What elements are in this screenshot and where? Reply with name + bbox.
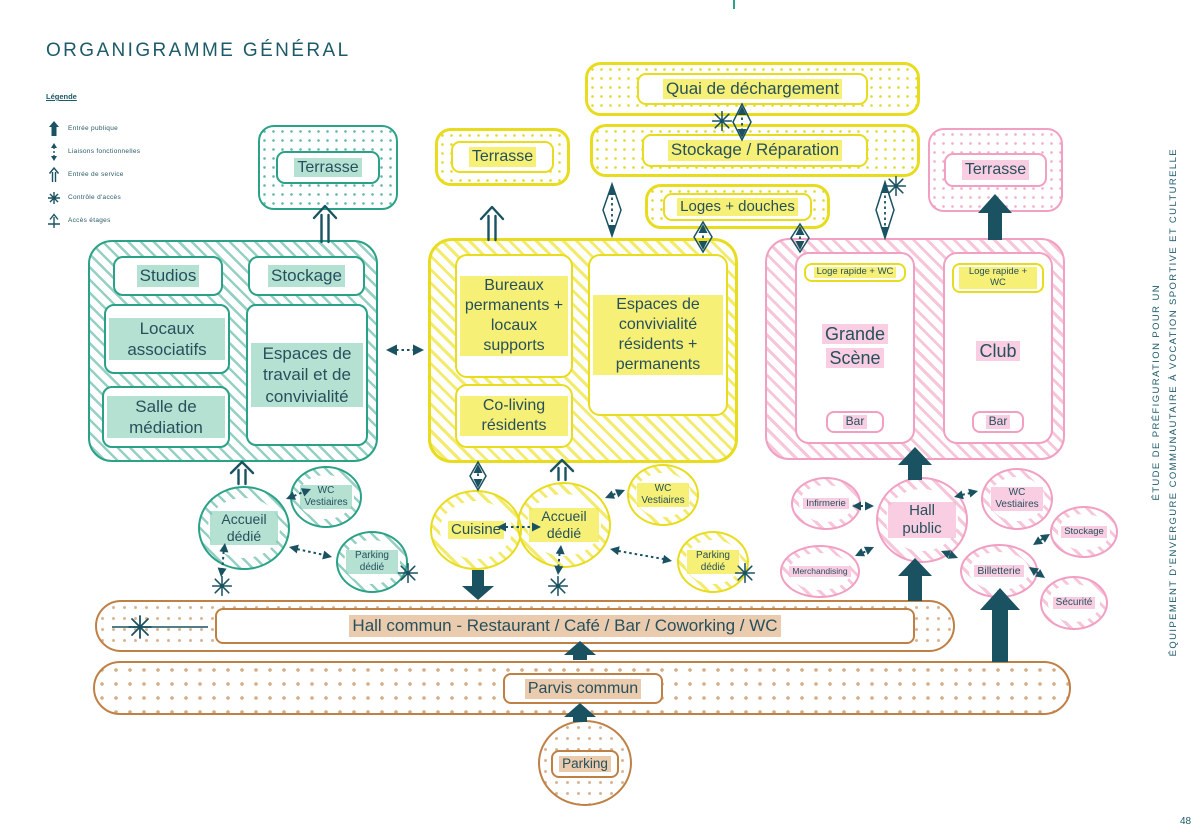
parking-yellow-label: Parking dédié [685, 539, 741, 585]
legend: Légende Entrée publique Liaisons fonctio… [46, 92, 186, 232]
room-stockage-teal: Stockage [248, 256, 365, 296]
functional-link-arrow-icon [51, 142, 57, 161]
terrasse-teal: Terrasse [258, 125, 398, 210]
legend-item-controle-acces: Contrôle d'accès [46, 186, 186, 209]
circle-billetterie: Billetterie [960, 544, 1038, 598]
terrasse-yellow: Terrasse [435, 128, 570, 186]
access-control-asterisk-accueil-teal [211, 575, 233, 597]
box-stockage-reparation: Stockage / Réparation [590, 124, 920, 177]
room-espaces-travail: Espaces de travail et de convivialité [246, 304, 368, 446]
cuisine-label: Cuisine [439, 501, 513, 559]
stockage-pink-label: Stockage [1057, 513, 1111, 551]
legend-item-acces-etages: Accès étages [46, 209, 186, 232]
page-title: ORGANIGRAMME GÉNÉRAL [46, 40, 351, 61]
legend-title: Légende [46, 92, 77, 101]
circle-accueil-teal: Accueil dédié [198, 486, 290, 570]
box-grande-scene: Loge rapide + WC Grande Scène Bar [795, 252, 915, 444]
hall-public-label: Hall public [885, 488, 959, 552]
access-control-asterisk-stockage-pink [885, 175, 907, 197]
legend-item-liaisons: Liaisons fonctionnelles [46, 140, 186, 163]
box-loge-rapide-scene: Loge rapide + WC [804, 263, 906, 282]
box-quai-dechargement: Quai de déchargement [585, 62, 920, 116]
billetterie-label: Billetterie [968, 552, 1030, 590]
page-number: 48 [1180, 816, 1192, 827]
circle-securite: Sécurité [1040, 576, 1108, 630]
service-arrow-accueil-yellow-to-zone [549, 458, 575, 482]
terrasse-pink-label: Terrasse [943, 153, 1048, 187]
terrasse-teal-label: Terrasse [276, 150, 380, 185]
circle-parking-yellow: Parking dédié [677, 531, 749, 593]
floor-access-arrow-icon [48, 212, 60, 228]
box-club: Loge rapide + WC Club Bar [943, 252, 1053, 444]
service-arrow-accueil-teal-to-zone [229, 460, 255, 486]
club-label: Club [976, 340, 1020, 363]
side-text-line-1: ÉTUDE DE PRÉFIGURATION POUR UN [1151, 284, 1162, 501]
link-zone-teal-zone-yellow [386, 344, 424, 356]
stockage-reparation-label: Stockage / Réparation [641, 134, 869, 167]
room-espaces-convivialite: Espaces de convivialité résidents + perm… [588, 254, 728, 416]
service-arrow-teal-to-terrasse [312, 204, 338, 244]
service-link-zone-yellow-loges [602, 181, 622, 239]
legend-item-entree-publique: Entrée publique [46, 117, 186, 140]
circle-wc-yellow: WC Vestiaires [627, 464, 699, 526]
legend-item-entree-service: Entrée de service [46, 163, 186, 186]
arrow-cuisine-to-hall-commun [462, 570, 494, 600]
link-accueil-teal-parking [289, 544, 332, 560]
box-loge-rapide-club: Loge rapide + WC [952, 263, 1044, 293]
loges-douches-label: Loges + douches [663, 192, 812, 221]
terrasse-pink: Terrasse [928, 128, 1063, 212]
box-bar-scene: Bar [826, 411, 884, 433]
access-control-asterisk-accueil-yellow [547, 575, 569, 597]
side-text-line-2: ÉQUIPEMENT D'ENVERGURE COMMUNAUTAIRE À V… [1168, 148, 1179, 657]
service-arrow-yellow-to-terrasse [479, 205, 505, 242]
wc-yellow-label: WC Vestiaires [635, 472, 691, 518]
merchandising-label: Merchandising [788, 552, 852, 591]
link-accueil-yellow-wc [605, 489, 625, 499]
circle-wc-teal: WC Vestiaires [290, 466, 362, 528]
box-loges-douches: Loges + douches [645, 184, 830, 229]
room-bureaux-permanents: Bureaux permanents + locaux supports [455, 254, 573, 378]
securite-label: Sécurité [1047, 584, 1101, 622]
circle-parking-teal: Parking dédié [336, 531, 408, 593]
parking-commun-label-box: Parking [551, 750, 619, 778]
room-studios: Studios [113, 256, 223, 296]
room-locaux-associatifs: Locaux associatifs [104, 304, 230, 374]
accueil-yellow-label: Accueil dédié [527, 493, 601, 557]
entrance-arrow-hall-commun-to-hall-public [898, 558, 932, 601]
crop-mark [733, 0, 735, 9]
parking-teal-label: Parking dédié [344, 539, 400, 585]
service-entrance-arrow-icon [48, 166, 60, 182]
quai-label: Quai de déchargement [637, 72, 868, 106]
link-merchandising-hall-public [855, 546, 874, 557]
accueil-teal-label: Accueil dédié [207, 497, 281, 559]
circle-infirmerie: Infirmerie [791, 477, 861, 530]
circle-stockage-pink: Stockage [1050, 506, 1118, 558]
grande-scene-label: Grande Scène [804, 323, 906, 370]
entrance-arrow-parvis-to-billetterie [980, 588, 1020, 662]
link-accueil-yellow-parking [610, 546, 672, 564]
public-entrance-arrow-icon [49, 120, 59, 136]
service-link-zone-yellow-cuisine [469, 460, 487, 492]
access-control-asterisk-icon [48, 191, 60, 204]
service-link-stockage-zone-pink [875, 179, 895, 241]
circle-hall-public: Hall public [876, 477, 968, 563]
terrasse-yellow-label: Terrasse [450, 141, 555, 173]
room-coliving: Co-living résidents [455, 384, 573, 448]
parvis-commun-label-box: Parvis commun [503, 673, 663, 704]
circle-accueil-yellow: Accueil dédié [517, 482, 611, 568]
infirmerie-label: Infirmerie [798, 484, 854, 523]
circle-wc-pink: WC Vestiaires [981, 468, 1053, 530]
circle-merchandising: Merchandising [780, 545, 860, 598]
wc-pink-label: WC Vestiaires [989, 476, 1045, 522]
box-bar-club: Bar [972, 411, 1024, 433]
circle-cuisine: Cuisine [430, 490, 522, 570]
room-salle-mediation: Salle de médiation [102, 386, 230, 448]
wc-teal-label: WC Vestiaires [298, 474, 354, 520]
hall-commun-label-box: Hall commun - Restaurant / Café / Bar / … [215, 608, 915, 644]
